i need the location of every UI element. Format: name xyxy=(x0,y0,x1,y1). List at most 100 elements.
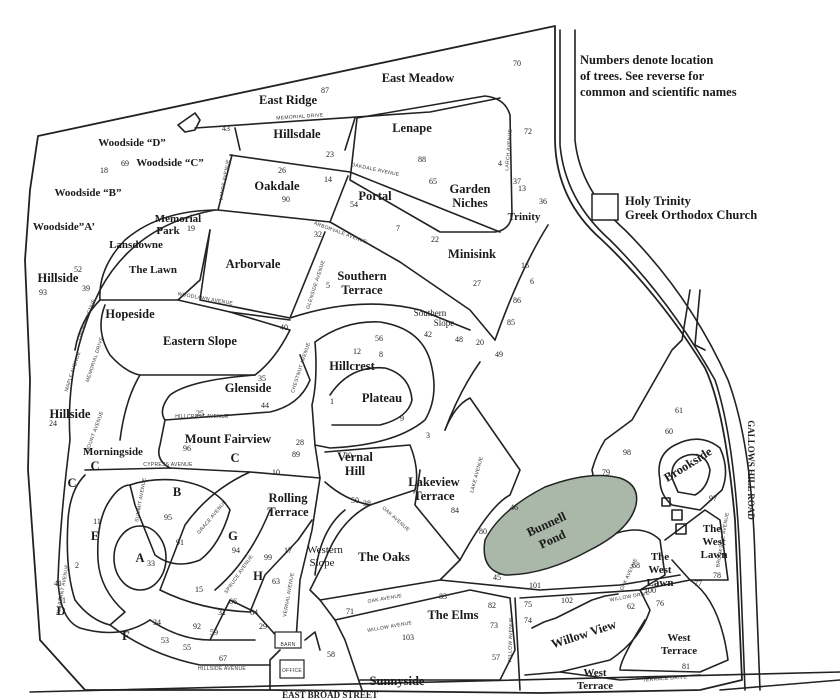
vernal-road xyxy=(295,444,321,641)
lenape-block xyxy=(349,95,513,233)
section-label: The Oaks xyxy=(358,550,410,564)
tree-number: 30 xyxy=(344,451,352,460)
tree-number: 70 xyxy=(513,59,521,68)
hillsdale-block xyxy=(234,117,356,151)
tree-number: 49 xyxy=(495,350,503,359)
glenside-curve xyxy=(119,354,311,441)
street-label: OAK AVENUE xyxy=(367,593,403,605)
legend-note-line-2: of trees. See reverse for xyxy=(580,69,705,83)
west-terrace-road xyxy=(619,579,729,673)
section-label: Lakeview xyxy=(408,475,459,489)
legend-church-line-2: Greek Orthodox Church xyxy=(625,208,757,222)
tree-number: 11 xyxy=(93,517,101,526)
hillcrest-loop xyxy=(311,321,435,449)
tree-number: 61 xyxy=(675,406,683,415)
tree-number: 7 xyxy=(396,224,400,233)
tree-number: 79 xyxy=(602,468,610,477)
section-label: Niches xyxy=(452,196,488,210)
tree-number: 96 xyxy=(183,444,191,453)
tree-number: 32 xyxy=(314,230,322,239)
tree-number: 87 xyxy=(321,86,329,95)
section-label: Terrace xyxy=(413,489,455,503)
section-label: Hillcrest xyxy=(329,359,375,373)
tree-number: 2 xyxy=(75,561,79,570)
tree-number: 9 xyxy=(400,414,404,423)
section-label: A xyxy=(135,551,144,565)
section-label: East Meadow xyxy=(382,71,455,85)
tree-number: 69 xyxy=(121,159,129,168)
tree-number: 48 xyxy=(455,335,463,344)
willow-avenue-vertical xyxy=(514,597,521,691)
vernal-hill-block xyxy=(324,444,418,506)
oak-avenue-south xyxy=(319,599,363,691)
tree-number: 16 xyxy=(521,261,529,270)
section-label: Brookside xyxy=(661,444,715,485)
tree-number: 103 xyxy=(402,633,414,642)
section-label: Trinity xyxy=(508,211,541,223)
tree-number: 14 xyxy=(324,175,332,184)
section-label: Minisink xyxy=(448,247,496,261)
tree-number: 50 xyxy=(351,496,359,505)
oakdale-block xyxy=(217,154,349,223)
tree-number: 51 xyxy=(58,596,66,605)
section-label: E xyxy=(91,529,99,543)
tree-number: 99 xyxy=(264,553,272,562)
tree-number: 65 xyxy=(429,177,437,186)
section-label: Lawn xyxy=(647,577,674,589)
street-label: LARCH AVENUE xyxy=(504,128,514,171)
street-label: MEMORIAL DRIVE xyxy=(85,336,105,383)
hopeside-loop xyxy=(100,304,291,376)
tree-number: 36 xyxy=(539,197,547,206)
tree-number: 31 xyxy=(218,608,226,617)
section-label: Garden xyxy=(450,182,491,196)
tree-number: 25 xyxy=(196,409,204,418)
section-label: West xyxy=(702,536,726,548)
willow-avenue-south xyxy=(439,574,681,591)
tree-number: 29 xyxy=(259,622,267,631)
barn-building xyxy=(274,631,302,649)
tree-number: 12 xyxy=(353,347,361,356)
section-label: Hill xyxy=(345,464,366,478)
tree-number: 91 xyxy=(176,538,184,547)
tree-number: 73 xyxy=(490,621,498,630)
tree-number: 80 xyxy=(479,527,487,536)
east-broad-street xyxy=(29,671,840,693)
tree-number: 59 xyxy=(210,628,218,637)
tree-number: 84 xyxy=(451,506,459,515)
oakdale-avenue-road xyxy=(229,154,501,233)
tree-number: 93 xyxy=(39,288,47,297)
tree-number: 66 xyxy=(229,597,237,606)
southern-terrace-lower xyxy=(289,303,471,331)
tree-number: 56 xyxy=(375,334,383,343)
section-label: West xyxy=(648,564,672,576)
oaks-loop xyxy=(309,504,461,601)
section-label: Lenape xyxy=(392,121,432,135)
tree-number: 18 xyxy=(100,166,108,175)
street-label: WILLOW AVENUE xyxy=(507,617,515,663)
property-boundary xyxy=(24,25,743,694)
brookside-loop xyxy=(658,438,727,511)
a-loop xyxy=(113,525,167,591)
tree-number: 23 xyxy=(326,150,334,159)
tree-number: 68 xyxy=(632,561,640,570)
tree-number: 54 xyxy=(350,200,358,209)
lakeview-block xyxy=(414,397,521,561)
section-label: Southern xyxy=(337,269,386,283)
legend-note-line-3: common and scientific names xyxy=(580,85,737,99)
street-label: MEMORIAL DRIVE xyxy=(276,112,324,121)
east-broad-street-edge xyxy=(719,679,840,691)
brookside-inner xyxy=(671,453,711,496)
section-label: Morningside xyxy=(83,446,143,458)
tree-number: 94 xyxy=(232,546,240,555)
e-block xyxy=(66,474,131,626)
rolling-g-block xyxy=(159,471,313,613)
section-label: Slope xyxy=(309,557,334,569)
street-label: WOODLAWN AVENUE xyxy=(177,291,234,307)
tree-number: 83 xyxy=(439,592,447,601)
tree-number: 6 xyxy=(530,277,534,286)
section-label: C xyxy=(230,451,239,465)
tree-number: 57 xyxy=(492,653,500,662)
tree-number: 43 xyxy=(222,124,230,133)
tree-number: 82 xyxy=(488,601,496,610)
section-label: The xyxy=(703,523,721,535)
